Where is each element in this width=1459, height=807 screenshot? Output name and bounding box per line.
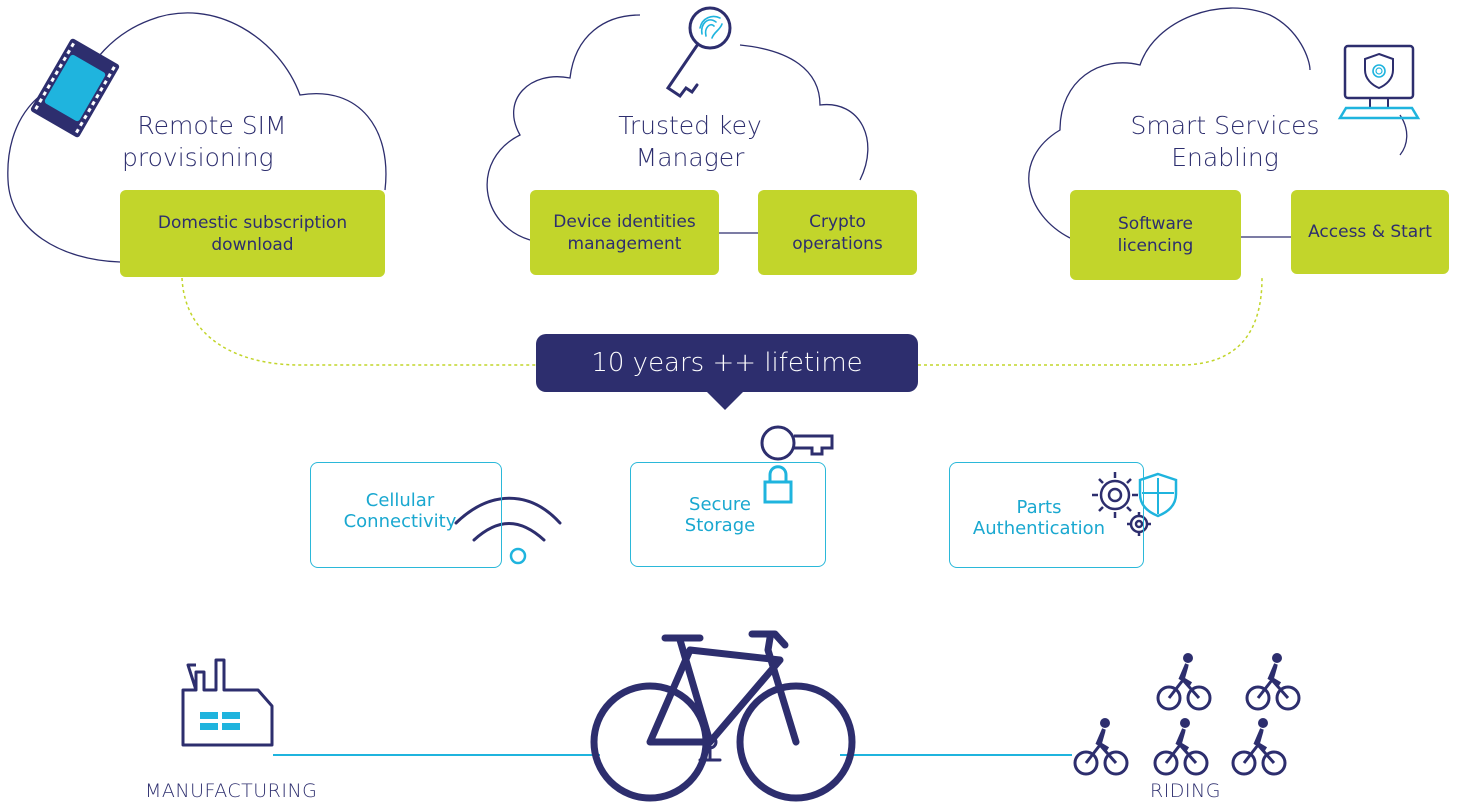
lifetime-banner: 10 years ++ lifetime (536, 334, 918, 392)
cloud-title-services-line1: Smart Services (1130, 111, 1320, 140)
feature-label-connectivity: Cellular Connectivity (330, 490, 470, 532)
cloud-title-sim-line1: Remote SIM (137, 111, 287, 140)
stage-label-manufacturing: MANUFACTURING (145, 780, 318, 802)
stage-label-riding: RIDING (1150, 780, 1221, 802)
box-crypto-operations-line1: Crypto (809, 211, 866, 232)
box-device-identities-line1: Device identities (553, 211, 696, 232)
feature-connectivity-line2: Connectivity (343, 511, 457, 532)
bicycle-icon (590, 630, 856, 802)
box-domestic-subscription-line1: Domestic subscription (157, 212, 348, 233)
wifi-icon (454, 496, 562, 565)
lifetime-dotted-line (181, 277, 1263, 366)
cloud-title-key: Trusted key Manager (590, 110, 790, 174)
sim-card-icon (30, 38, 120, 138)
secure-monitor-icon (1337, 44, 1421, 120)
lifetime-banner-pointer (705, 390, 745, 410)
cloud-title-key-line1: Trusted key (618, 111, 762, 140)
feature-authentication-line2: Authentication (972, 518, 1106, 539)
box-access-start-line1: Access & Start (1308, 222, 1432, 242)
box-access-start: Access & Start (1291, 190, 1449, 274)
cyclists-icon (1073, 653, 1301, 776)
fingerprint-key-icon (665, 6, 732, 99)
cloud-title-sim: Remote SIM provisioning (112, 110, 312, 174)
feature-authentication-line1: Parts (1016, 497, 1062, 518)
feature-box-authentication (949, 462, 1144, 568)
feature-connectivity-line1: Cellular (365, 490, 435, 511)
cloud-outline-sim (7, 12, 387, 263)
box-software-licencing-line1: Software (1118, 214, 1193, 234)
feature-storage-line1: Secure (689, 494, 751, 515)
box-device-identities-line2: management (567, 233, 682, 254)
feature-label-storage: Secure Storage (650, 494, 790, 536)
cloud-title-services: Smart Services Enabling (1115, 110, 1335, 174)
factory-icon (181, 658, 274, 747)
cloud-title-services-line2: Enabling (1171, 143, 1279, 172)
feature-box-storage (630, 462, 826, 567)
cloud-title-sim-line2: provisioning (122, 143, 274, 172)
feature-storage-line2: Storage (684, 515, 756, 536)
cloud-outline-key (486, 14, 869, 241)
feature-box-connectivity (310, 462, 502, 568)
box-crypto-operations-line2: operations (792, 233, 883, 254)
feature-label-authentication: Parts Authentication (964, 497, 1114, 539)
cloud-title-key-line2: Manager (635, 143, 745, 172)
box-domestic-subscription-line2: download (211, 234, 294, 255)
key-lock-icon (760, 425, 834, 504)
lifetime-label: 10 years ++ lifetime (591, 348, 863, 378)
box-software-licencing-line2: licencing (1117, 236, 1194, 256)
gears-shield-icon (1092, 472, 1178, 536)
